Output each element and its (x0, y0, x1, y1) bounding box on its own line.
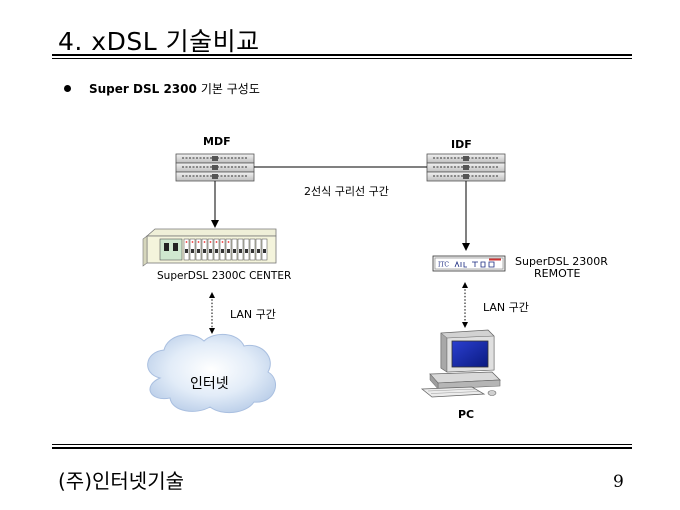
lan-left-arrow (209, 292, 215, 334)
copper-link-label: 2선식 구리선 구간 (304, 185, 389, 198)
title-rule-thick (52, 54, 632, 56)
page-number: 9 (613, 472, 624, 492)
pc-icon (420, 329, 501, 398)
remote-unit-icon: ITC (432, 255, 506, 272)
lan-right-label: LAN 구간 (483, 301, 529, 314)
internet-label: 인터넷 (190, 376, 229, 392)
center-label: SuperDSL 2300C CENTER (157, 270, 292, 282)
lan-left-label: LAN 구간 (230, 308, 276, 321)
pc-label: PC (458, 408, 475, 421)
bullet-rest-text: 기본 구성도 (200, 82, 260, 96)
bullet-dot-icon (64, 85, 71, 92)
remote-label-line1: SuperDSL 2300R (515, 255, 608, 268)
mdf-label: MDF (203, 135, 231, 148)
idf-patch-panel-icon (426, 153, 506, 182)
footer-rule-thick (52, 447, 632, 449)
remote-label-line2: REMOTE (534, 267, 581, 280)
lan-right-arrow (462, 282, 468, 328)
remote-brand-text: ITC (438, 262, 449, 269)
company-name: (주)인터넷기술 (58, 469, 185, 493)
idf-to-remote-arrow (462, 181, 470, 251)
center-chassis-icon (142, 228, 277, 267)
idf-label: IDF (451, 138, 472, 151)
title-rule-thin (52, 58, 632, 59)
page-title: 4. xDSL 기술비교 (58, 27, 260, 56)
mdf-patch-panel-icon (175, 153, 255, 182)
mdf-to-center-arrow (211, 181, 219, 228)
internet-cloud-icon (147, 333, 277, 414)
footer-rule-thin (52, 444, 632, 445)
bullet-bold-text: Super DSL 2300 (89, 82, 197, 96)
